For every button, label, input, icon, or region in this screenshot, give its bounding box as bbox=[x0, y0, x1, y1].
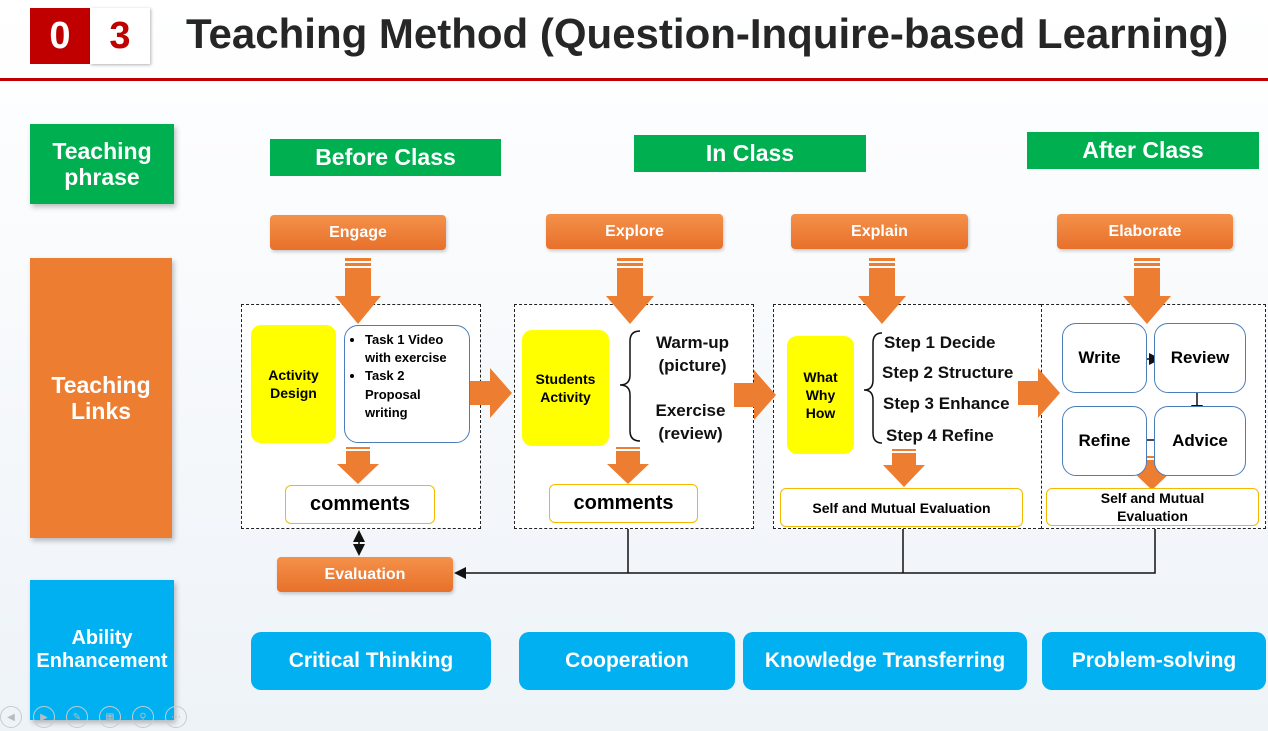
stage-elaborate: Elaborate bbox=[1057, 214, 1233, 249]
explore-brace bbox=[619, 330, 641, 442]
explore-item-warmup: Warm-up (picture) bbox=[655, 333, 730, 375]
ability-problem-solving: Problem-solving bbox=[1042, 632, 1266, 690]
down-arrow-explain-evaluation bbox=[883, 449, 925, 487]
phase-in-class: In Class bbox=[634, 135, 866, 172]
explore-comments-box: comments bbox=[549, 484, 698, 523]
stage-engage: Engage bbox=[270, 215, 446, 250]
teaching-links-text: Teaching Links bbox=[51, 371, 151, 424]
explain-step-2: Step 2 Structure bbox=[882, 363, 1014, 382]
elaborate-evaluation-box: Self and Mutual Evaluation bbox=[1046, 488, 1259, 526]
right-arrow-1 bbox=[470, 368, 512, 418]
down-arrow-engage bbox=[335, 258, 381, 324]
teaching-phrase-label: Teaching phrase bbox=[30, 124, 174, 204]
engage-task-list: Task 1 Video with exercise Task 2 Propos… bbox=[344, 325, 470, 443]
evaluation-box: Evaluation bbox=[277, 557, 453, 592]
explain-step-4: Step 4 Refine bbox=[886, 426, 994, 445]
phase-before-class: Before Class bbox=[270, 139, 501, 176]
ability-enhancement-text: Ability Enhancement bbox=[36, 627, 168, 672]
cycle-advice-label: Advice bbox=[1172, 431, 1228, 450]
slideshow-toolbar: ◀ ▶ ✎ ▦ ⚲ ⋯ bbox=[0, 706, 187, 728]
task-item-1: Task 1 Video with exercise bbox=[365, 331, 463, 367]
ability-critical-thinking: Critical Thinking bbox=[251, 632, 491, 690]
explain-step-1: Step 1 Decide bbox=[884, 333, 996, 352]
phase-after-class: After Class bbox=[1027, 132, 1259, 169]
what-why-how-box: What Why How bbox=[787, 336, 854, 454]
down-arrow-explore bbox=[606, 258, 654, 324]
cycle-write: Write bbox=[1062, 323, 1147, 393]
ability-knowledge-transferring: Knowledge Transferring bbox=[743, 632, 1027, 690]
explore-item-exercise: Exercise (review) bbox=[655, 401, 726, 443]
cycle-advice: Advice bbox=[1154, 406, 1246, 476]
cycle-write-label: Write bbox=[1078, 348, 1121, 367]
cycle-refine-label: Refine bbox=[1078, 431, 1131, 450]
evaluation-feedback-line bbox=[454, 529, 1156, 579]
stage-explore: Explore bbox=[546, 214, 723, 249]
ability-cooperation: Cooperation bbox=[519, 632, 735, 690]
cycle-review-label: Review bbox=[1170, 348, 1230, 367]
teaching-links-label: Teaching Links bbox=[30, 258, 172, 538]
cycle-refine: Refine bbox=[1062, 406, 1147, 476]
down-arrow-explain bbox=[858, 258, 906, 324]
teaching-phrase-text: Teaching phrase bbox=[52, 137, 152, 190]
what-why-how-label: What Why How bbox=[803, 368, 838, 422]
activity-design-box: Activity Design bbox=[251, 325, 336, 443]
section-number-digit-1: 0 bbox=[30, 8, 90, 64]
students-activity-label: Students Activity bbox=[535, 370, 596, 405]
title-divider bbox=[0, 78, 1268, 81]
previous-slide-icon[interactable]: ◀ bbox=[0, 706, 22, 728]
cycle-review: Review bbox=[1154, 323, 1246, 393]
engage-comments-box: comments bbox=[285, 485, 435, 524]
pen-icon[interactable]: ✎ bbox=[66, 706, 88, 728]
explain-brace bbox=[863, 332, 883, 444]
down-arrow-engage-comments bbox=[337, 447, 379, 484]
next-slide-icon[interactable]: ▶ bbox=[33, 706, 55, 728]
ability-enhancement-label: Ability Enhancement bbox=[30, 580, 174, 720]
section-number-digit-2: 3 bbox=[90, 8, 150, 64]
down-arrow-explore-comments bbox=[607, 447, 649, 484]
right-arrow-2 bbox=[734, 370, 776, 420]
task-item-2: Task 2 Proposal writing bbox=[365, 367, 463, 422]
activity-design-label: Activity Design bbox=[268, 366, 319, 401]
right-arrow-3 bbox=[1018, 368, 1060, 418]
students-activity-box: Students Activity bbox=[522, 330, 609, 446]
explain-evaluation-box: Self and Mutual Evaluation bbox=[780, 488, 1023, 527]
stage-explain: Explain bbox=[791, 214, 968, 249]
more-options-icon[interactable]: ⋯ bbox=[165, 706, 187, 728]
elaborate-evaluation-label: Self and Mutual Evaluation bbox=[1100, 489, 1205, 524]
page-title: Teaching Method (Question-Inquire-based … bbox=[186, 10, 1229, 57]
slides-grid-icon[interactable]: ▦ bbox=[99, 706, 121, 728]
down-arrow-elaborate bbox=[1123, 258, 1171, 324]
explain-step-3: Step 3 Enhance bbox=[883, 394, 1010, 413]
zoom-icon[interactable]: ⚲ bbox=[132, 706, 154, 728]
